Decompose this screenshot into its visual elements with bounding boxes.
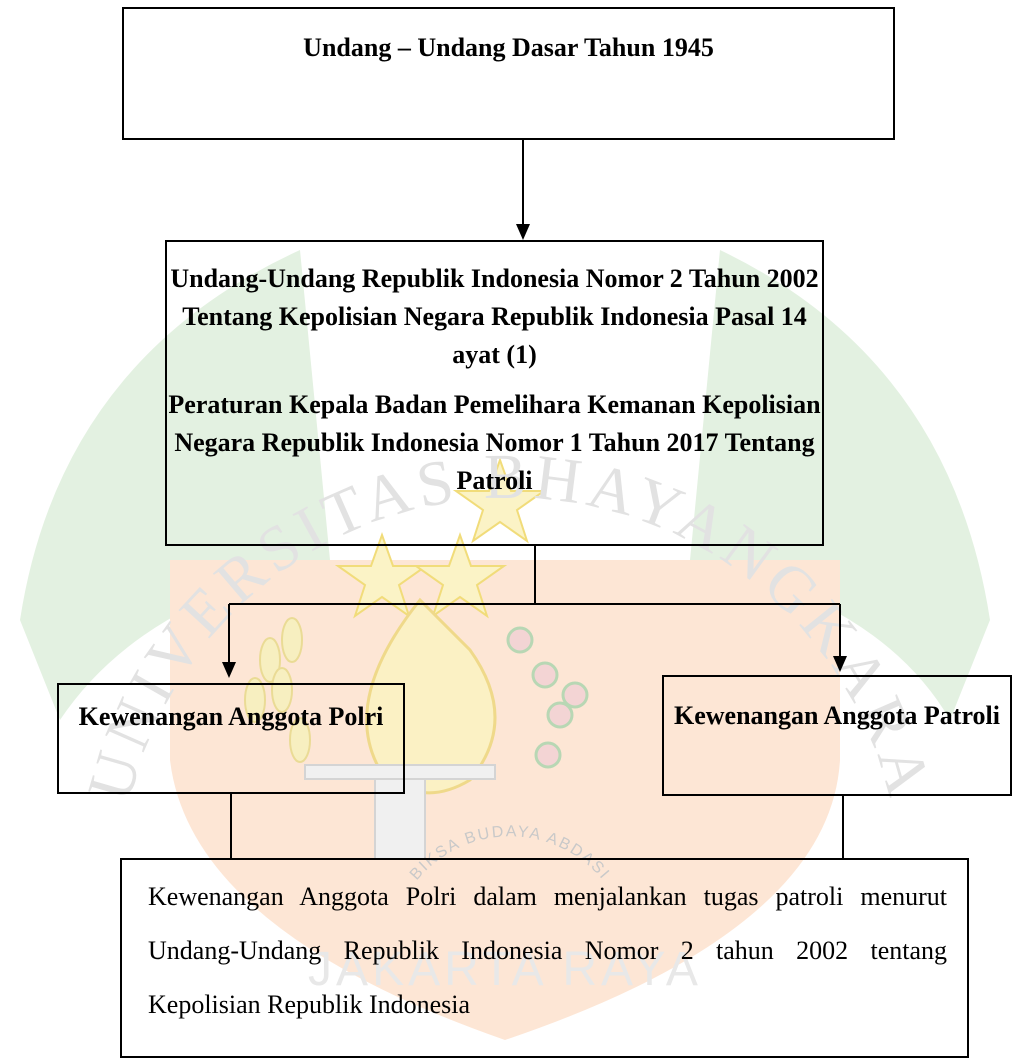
arrow-head-top xyxy=(516,224,530,240)
logo-cotton xyxy=(506,626,589,769)
conclusion-text: Kewenangan Anggota Polri dalam menjalank… xyxy=(148,882,947,1019)
logo-green-ring-right xyxy=(690,250,990,720)
box-kewenangan-patroli: Kewenangan Anggota Patroli xyxy=(662,675,1012,796)
logo-green-ring xyxy=(20,250,330,720)
arrow-head-right xyxy=(833,656,847,672)
logo-rice xyxy=(244,617,311,763)
logo-shield xyxy=(170,560,840,1040)
legal-basis-law-text: Undang-Undang Republik Indonesia Nomor 2… xyxy=(170,264,819,369)
kewenangan-patroli-label: Kewenangan Anggota Patroli xyxy=(674,701,1000,730)
kewenangan-polri-label: Kewenangan Anggota Polri xyxy=(78,702,384,731)
logo-flame xyxy=(365,597,497,795)
box-kewenangan-polri: Kewenangan Anggota Polri xyxy=(57,683,405,794)
box-uud-1945: Undang – Undang Dasar Tahun 1945 xyxy=(122,7,895,140)
box-legal-basis: Undang-Undang Republik Indonesia Nomor 2… xyxy=(165,240,824,546)
logo-stars xyxy=(334,457,548,619)
logo-bottom-text: JAKARTA RAYA xyxy=(308,943,702,996)
legal-basis-regulation-text: Peraturan Kepala Badan Pemelihara Kemana… xyxy=(168,390,821,495)
box-uud-1945-title: Undang – Undang Dasar Tahun 1945 xyxy=(303,33,714,62)
box-conclusion: Kewenangan Anggota Polri dalam menjalank… xyxy=(120,858,969,1058)
arrow-head-left xyxy=(222,662,236,678)
